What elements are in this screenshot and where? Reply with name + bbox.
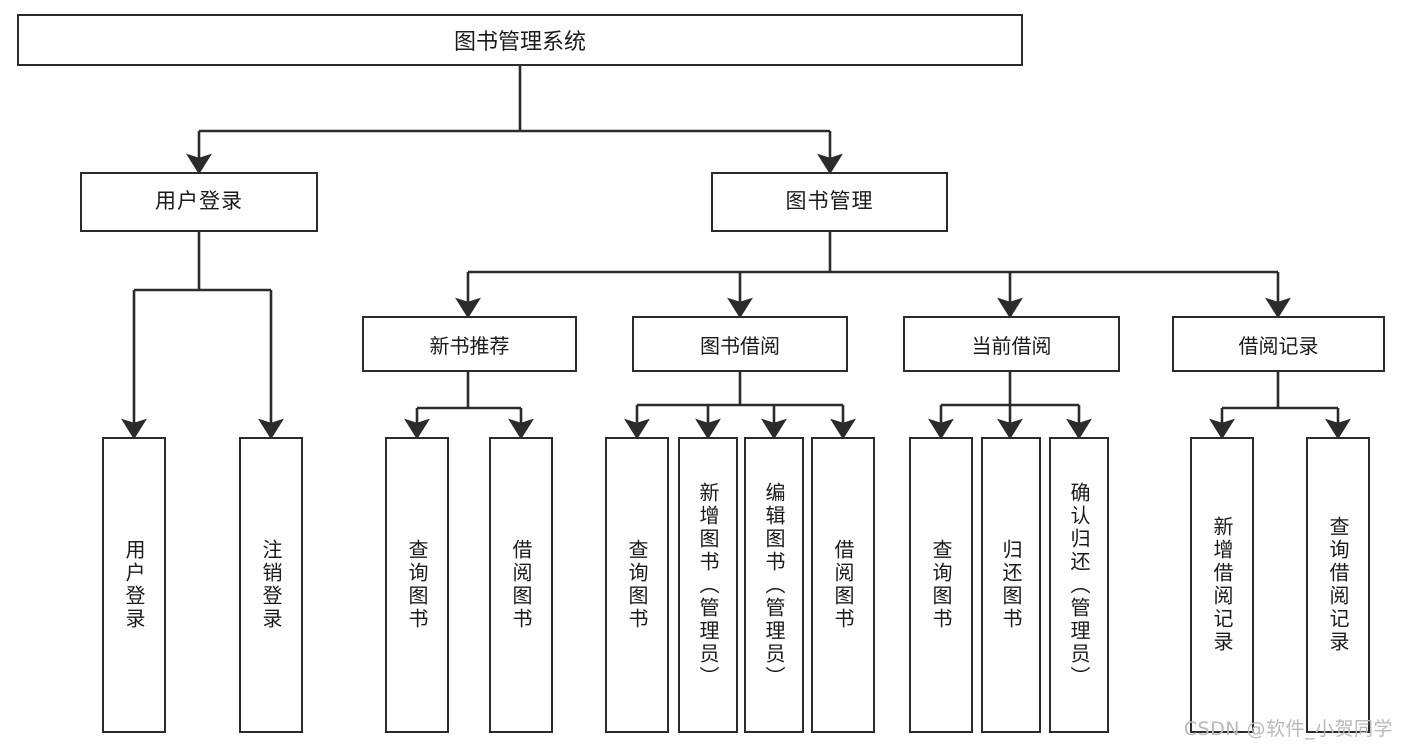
leaf-current-borrow-query-book[interactable]: 查询图书 bbox=[909, 437, 973, 733]
node-current-borrow[interactable]: 当前借阅 bbox=[903, 316, 1120, 372]
leaf-current-borrow-confirm-return-admin[interactable]: 确认归还（管理员） bbox=[1049, 437, 1109, 733]
leaf-new-book-query-book[interactable]: 查询图书 bbox=[385, 437, 449, 733]
node-label: 借阅图书 bbox=[509, 539, 533, 631]
node-label: 编辑图书（管理员） bbox=[762, 481, 786, 689]
watermark-text: CSDN @软件_小贺同学 bbox=[1183, 718, 1393, 740]
node-label: 当前借阅 bbox=[971, 333, 1052, 358]
leaf-new-book-borrow-book[interactable]: 借阅图书 bbox=[489, 437, 553, 733]
node-label: 确认归还（管理员） bbox=[1067, 481, 1091, 689]
leaf-borrow-record-query-record[interactable]: 查询借阅记录 bbox=[1306, 437, 1370, 733]
node-label: 借阅记录 bbox=[1238, 333, 1319, 358]
leaf-current-borrow-return-book[interactable]: 归还图书 bbox=[981, 437, 1041, 733]
node-label: 新增借阅记录 bbox=[1210, 516, 1234, 654]
node-label: 借阅图书 bbox=[831, 539, 855, 631]
node-user-login[interactable]: 用户登录 bbox=[80, 172, 318, 232]
leaf-user-login-logout[interactable]: 注销登录 bbox=[239, 437, 303, 733]
node-label: 查询借阅记录 bbox=[1326, 516, 1350, 654]
node-label: 查询图书 bbox=[625, 539, 649, 631]
node-new-book-recommend[interactable]: 新书推荐 bbox=[362, 316, 577, 372]
leaf-book-borrow-edit-book-admin[interactable]: 编辑图书（管理员） bbox=[744, 437, 804, 733]
leaf-user-login-login[interactable]: 用户登录 bbox=[102, 437, 166, 733]
node-label: 用户登录 bbox=[155, 189, 243, 214]
node-book-management[interactable]: 图书管理 bbox=[711, 172, 948, 232]
node-label: 归还图书 bbox=[999, 539, 1023, 631]
leaf-borrow-record-add-record[interactable]: 新增借阅记录 bbox=[1190, 437, 1254, 733]
node-label: 图书管理系统 bbox=[453, 30, 586, 55]
node-label: 新书推荐 bbox=[429, 333, 510, 358]
node-label: 注销登录 bbox=[259, 539, 283, 631]
node-label: 查询图书 bbox=[929, 539, 953, 631]
leaf-book-borrow-borrow-book[interactable]: 借阅图书 bbox=[811, 437, 875, 733]
node-label: 图书借阅 bbox=[700, 333, 780, 358]
leaf-book-borrow-add-book-admin[interactable]: 新增图书（管理员） bbox=[678, 437, 738, 733]
node-root-book-management-system[interactable]: 图书管理系统 bbox=[17, 14, 1023, 66]
node-label: 新增图书（管理员） bbox=[696, 481, 720, 689]
node-label: 查询图书 bbox=[405, 539, 429, 631]
node-label: 用户登录 bbox=[122, 539, 146, 631]
leaf-book-borrow-query-book[interactable]: 查询图书 bbox=[605, 437, 669, 733]
node-borrow-record[interactable]: 借阅记录 bbox=[1172, 316, 1385, 372]
node-label: 图书管理 bbox=[785, 189, 874, 214]
node-book-borrow[interactable]: 图书借阅 bbox=[632, 316, 848, 372]
